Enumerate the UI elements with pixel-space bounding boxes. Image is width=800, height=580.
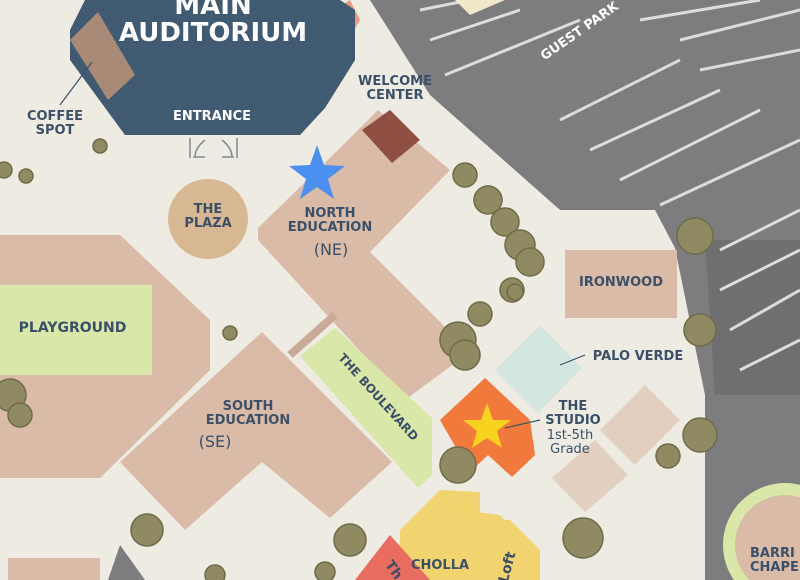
entrance-doors bbox=[189, 138, 238, 158]
loft-building[interactable] bbox=[460, 510, 520, 580]
palo-verde-pointer bbox=[559, 354, 586, 366]
coffee-spot-building[interactable] bbox=[70, 12, 135, 100]
tan-building-southeast bbox=[552, 440, 628, 512]
building-bottom-left bbox=[8, 558, 100, 580]
south-education-building[interactable] bbox=[120, 332, 392, 530]
main-auditorium[interactable] bbox=[70, 0, 355, 135]
red-building[interactable] bbox=[355, 535, 430, 580]
the-plaza[interactable] bbox=[168, 179, 248, 259]
barrio-chapel[interactable] bbox=[735, 495, 800, 580]
entrance-label: ENTRANCE bbox=[173, 109, 251, 124]
ironwood-building[interactable] bbox=[565, 250, 677, 318]
guest-parking-lot bbox=[370, 0, 800, 580]
cholla-label: CHOLLA bbox=[410, 558, 470, 573]
ironwood-label: IRONWOOD bbox=[578, 275, 663, 290]
studio-star-marker bbox=[463, 403, 511, 448]
north-education-code: (NE) bbox=[313, 240, 349, 259]
studio-pointer bbox=[504, 419, 541, 429]
playground-label: PLAYGROUND bbox=[18, 320, 127, 336]
palo-verde-building[interactable] bbox=[495, 325, 582, 413]
tan-building-east bbox=[600, 385, 680, 465]
north-education-star-marker bbox=[289, 145, 345, 199]
south-education-code: (SE) bbox=[198, 432, 232, 451]
walkway bbox=[287, 312, 338, 358]
welcome-center-building[interactable] bbox=[362, 110, 420, 163]
parking-bottom-left bbox=[108, 545, 145, 580]
coffee-spot-pointer bbox=[59, 61, 93, 106]
playground[interactable] bbox=[0, 285, 152, 375]
trees bbox=[0, 138, 718, 580]
the-boulevard[interactable] bbox=[300, 328, 432, 488]
palo-verde-label: PALO VERDE bbox=[592, 349, 684, 364]
